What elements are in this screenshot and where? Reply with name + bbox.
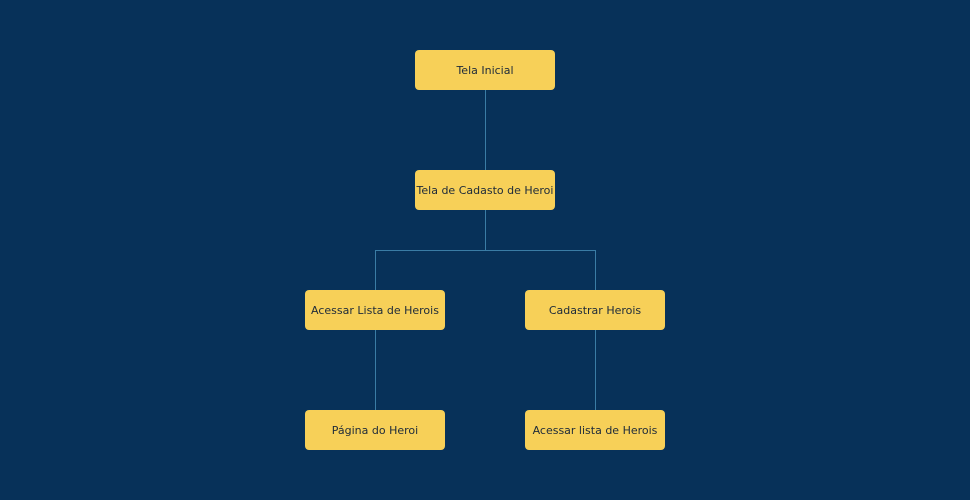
node-label: Acessar lista de Herois: [532, 423, 658, 437]
node-acessar-lista-herois[interactable]: Acessar Lista de Herois: [305, 290, 445, 330]
node-tela-cadastro-heroi[interactable]: Tela de Cadasto de Heroi: [415, 170, 555, 210]
node-label: Tela de Cadasto de Heroi: [416, 183, 554, 197]
node-label: Acessar Lista de Herois: [311, 303, 439, 317]
node-label: Cadastrar Herois: [548, 303, 642, 317]
node-pagina-heroi[interactable]: Página do Heroi: [305, 410, 445, 450]
node-label: Tela Inicial: [456, 63, 514, 77]
node-tela-inicial[interactable]: Tela Inicial: [415, 50, 555, 90]
node-cadastrar-herois[interactable]: Cadastrar Herois: [525, 290, 665, 330]
connector-cadastro-to-lista: [375, 210, 486, 290]
node-label: Página do Heroi: [331, 423, 419, 437]
node-acessar-lista-herois-2[interactable]: Acessar lista de Herois: [525, 410, 665, 450]
connector-cadastro-to-cadastrar: [485, 250, 596, 290]
